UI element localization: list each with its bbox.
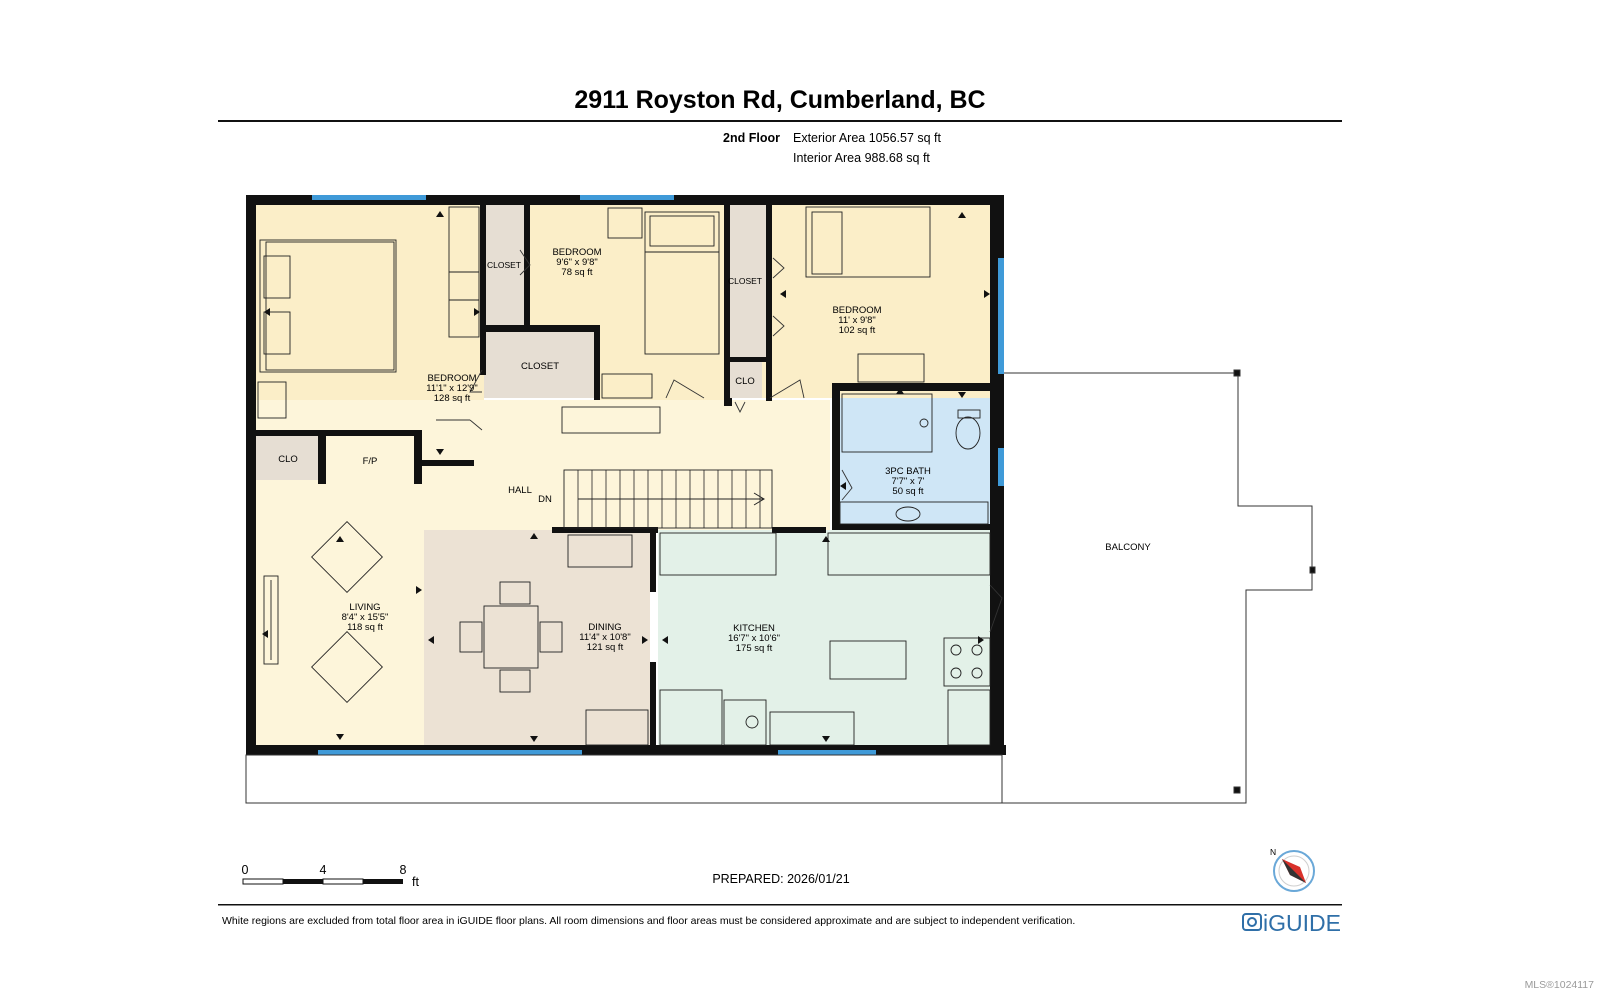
floor-name: 2nd Floor bbox=[723, 131, 780, 145]
balcony-label: BALCONY bbox=[1105, 542, 1151, 553]
interior-area: Interior Area 988.68 sq ft bbox=[793, 151, 930, 165]
bedroom-mid-name: BEDROOM bbox=[552, 247, 601, 258]
compass-icon: N bbox=[1270, 847, 1315, 892]
closet-c-fill bbox=[730, 205, 766, 357]
exterior-area: Exterior Area 1056.57 sq ft bbox=[793, 131, 942, 145]
living-area: 118 sq ft bbox=[347, 622, 383, 633]
hall-label: HALL bbox=[508, 485, 532, 496]
closet-b-label: CLOSET bbox=[521, 361, 559, 372]
bath-fill bbox=[838, 398, 990, 528]
stairs bbox=[563, 469, 773, 529]
scale-tick-4: 4 bbox=[320, 863, 327, 877]
kitchen-fill bbox=[658, 530, 990, 745]
clo-a-label: CLO bbox=[278, 454, 298, 465]
scale-bar: 0 4 8 ft bbox=[242, 863, 420, 889]
closet-c-label: CLOSET bbox=[728, 276, 762, 286]
bedroom-main-dims: 11'1" x 12'9" bbox=[426, 383, 477, 394]
bath-dims: 7'7" x 7' bbox=[892, 476, 925, 487]
brand-name: iGUIDE bbox=[1263, 910, 1341, 936]
fp-fill bbox=[330, 436, 414, 480]
bath-name: 3PC BATH bbox=[885, 466, 931, 477]
compass-north-label: N bbox=[1270, 847, 1276, 857]
fp-label: F/P bbox=[363, 456, 378, 467]
clo-b-fill bbox=[730, 362, 762, 398]
living-name: LIVING bbox=[349, 602, 380, 613]
dining-area: 121 sq ft bbox=[587, 642, 624, 653]
living-dims: 8'4" x 15'5" bbox=[342, 612, 389, 623]
closet-b-fill bbox=[484, 332, 596, 398]
dining-fill bbox=[424, 530, 650, 745]
mls-number: MLS®1024117 bbox=[1525, 979, 1595, 991]
clo-b-label: CLO bbox=[735, 376, 755, 387]
scale-tick-0: 0 bbox=[242, 863, 249, 877]
room-fills bbox=[256, 205, 990, 745]
clo-a-fill bbox=[256, 436, 318, 480]
closet-a-label: CLOSET bbox=[487, 260, 521, 270]
bedroom-mid-dims: 9'6" x 9'8" bbox=[556, 257, 598, 268]
header-rule bbox=[218, 120, 1342, 122]
balcony-outline bbox=[245, 369, 1316, 804]
bedroom-main-name: BEDROOM bbox=[427, 373, 476, 384]
bedroom-main-area: 128 sq ft bbox=[434, 393, 471, 404]
scale-tick-8: 8 bbox=[400, 863, 407, 877]
doors bbox=[436, 249, 1003, 633]
address-title: 2911 Royston Rd, Cumberland, BC bbox=[574, 86, 985, 114]
stairs-down-label: DN bbox=[538, 494, 552, 505]
bedroom-mid-fill-b bbox=[598, 205, 724, 401]
bath-area: 50 sq ft bbox=[892, 486, 924, 497]
room-labels: BEDROOM 11'1" x 12'9" 128 sq ft BEDROOM … bbox=[278, 247, 1151, 654]
kitchen-dims: 16'7" x 10'6" bbox=[728, 633, 780, 644]
bedroom-right-area: 102 sq ft bbox=[839, 325, 876, 336]
living-fill bbox=[256, 515, 424, 745]
kitchen-area: 175 sq ft bbox=[736, 643, 773, 654]
kitchen-name: KITCHEN bbox=[733, 623, 775, 634]
bedroom-mid-area: 78 sq ft bbox=[561, 267, 593, 278]
footer-rule bbox=[218, 904, 1342, 906]
scale-unit: ft bbox=[412, 875, 419, 889]
bedroom-right-name: BEDROOM bbox=[832, 305, 881, 316]
iguide-logo: iGUIDE bbox=[1242, 910, 1341, 936]
disclaimer: White regions are excluded from total fl… bbox=[222, 915, 1075, 927]
bedroom-right-dims: 11' x 9'8" bbox=[838, 315, 875, 326]
dimension-arrows bbox=[262, 211, 990, 742]
closet-a-fill bbox=[484, 205, 524, 325]
prepared-date: PREPARED: 2026/01/21 bbox=[712, 872, 849, 886]
dining-name: DINING bbox=[588, 622, 621, 633]
dining-dims: 11'4" x 10'8" bbox=[579, 632, 630, 643]
fixtures bbox=[257, 206, 991, 746]
windows bbox=[312, 195, 1004, 755]
